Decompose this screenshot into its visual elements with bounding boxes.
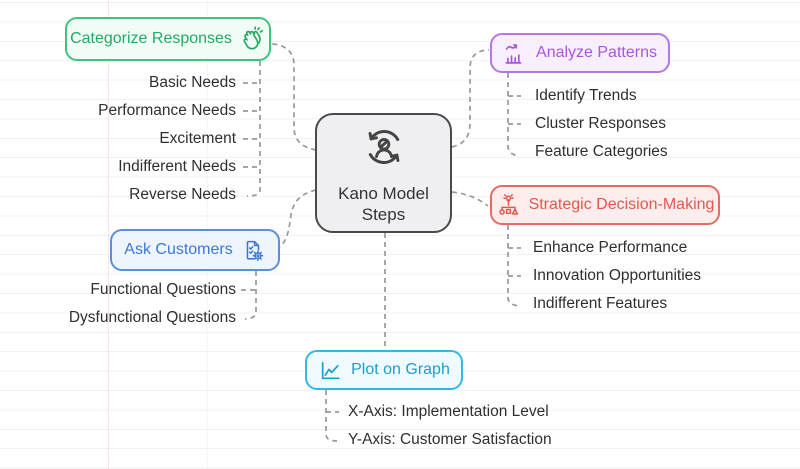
- branch-label: Analyze Patterns: [536, 44, 657, 61]
- leaf-indifferent-features: Indifferent Features: [533, 295, 668, 312]
- branch-node-plot-on-graph: Plot on Graph: [305, 350, 463, 390]
- branch-node-ask-customers: Ask Customers: [110, 229, 280, 271]
- leaf-basic-needs: Basic Needs: [148, 74, 236, 91]
- connector-strategic-leaf-rail: [507, 225, 520, 307]
- branch-label: Strategic Decision-Making: [528, 196, 715, 213]
- connector-center-to-categorize: [271, 43, 317, 151]
- center-title-line1: Kano Model: [338, 183, 429, 203]
- connector-analyze-leaf-rail: [507, 73, 520, 157]
- branch-label: Plot on Graph: [351, 361, 450, 378]
- connector-ask-leaf-rail: [244, 271, 257, 320]
- idea-decision-tree-icon: [496, 193, 521, 218]
- leaf-y-axis-customer-satisfaction: Y-Axis: Customer Satisfaction: [348, 431, 552, 448]
- leaf-functional-questions: Functional Questions: [90, 281, 236, 298]
- connector-categorize-leaf-rail: [246, 61, 261, 197]
- leaf-excitement: Excitement: [159, 130, 236, 147]
- leaf-x-axis-implementation-level: X-Axis: Implementation Level: [348, 403, 549, 420]
- line-chart-icon: [318, 358, 343, 383]
- leaf-identify-trends: Identify Trends: [535, 87, 637, 104]
- bar-chart-trend-icon: [503, 41, 528, 66]
- leaf-innovation-opportunities: Innovation Opportunities: [533, 267, 702, 284]
- branch-label: Ask Customers: [124, 241, 233, 258]
- process-cycle-user-icon: [359, 122, 409, 177]
- leaf-performance-needs: Performance Needs: [98, 102, 236, 119]
- center-node-kano-model-steps: Kano Model Steps: [315, 113, 452, 233]
- branch-label: Categorize Responses: [70, 30, 232, 47]
- connector-plot-leaf-rail: [325, 390, 338, 442]
- ruled-margin-line: [108, 0, 109, 469]
- clapping-hands-icon: [240, 26, 266, 52]
- leaf-enhance-performance: Enhance Performance: [533, 239, 688, 256]
- connector-center-to-ask: [279, 189, 317, 248]
- survey-settings-icon: [241, 238, 266, 263]
- branch-node-analyze-patterns: Analyze Patterns: [490, 33, 670, 73]
- connector-center-to-strategic: [451, 191, 489, 207]
- leaf-indifferent-needs: Indifferent Needs: [118, 158, 236, 175]
- center-title-line2: Steps: [361, 204, 406, 224]
- branch-node-categorize-responses: Categorize Responses: [65, 17, 271, 61]
- connector-center-to-analyze: [451, 49, 490, 148]
- leaf-cluster-responses: Cluster Responses: [535, 115, 666, 132]
- leaf-dysfunctional-questions: Dysfunctional Questions: [68, 309, 236, 326]
- leaf-reverse-needs: Reverse Needs: [129, 186, 236, 203]
- branch-node-strategic-decision-making: Strategic Decision-Making: [490, 185, 720, 225]
- leaf-feature-categories: Feature Categories: [535, 143, 668, 160]
